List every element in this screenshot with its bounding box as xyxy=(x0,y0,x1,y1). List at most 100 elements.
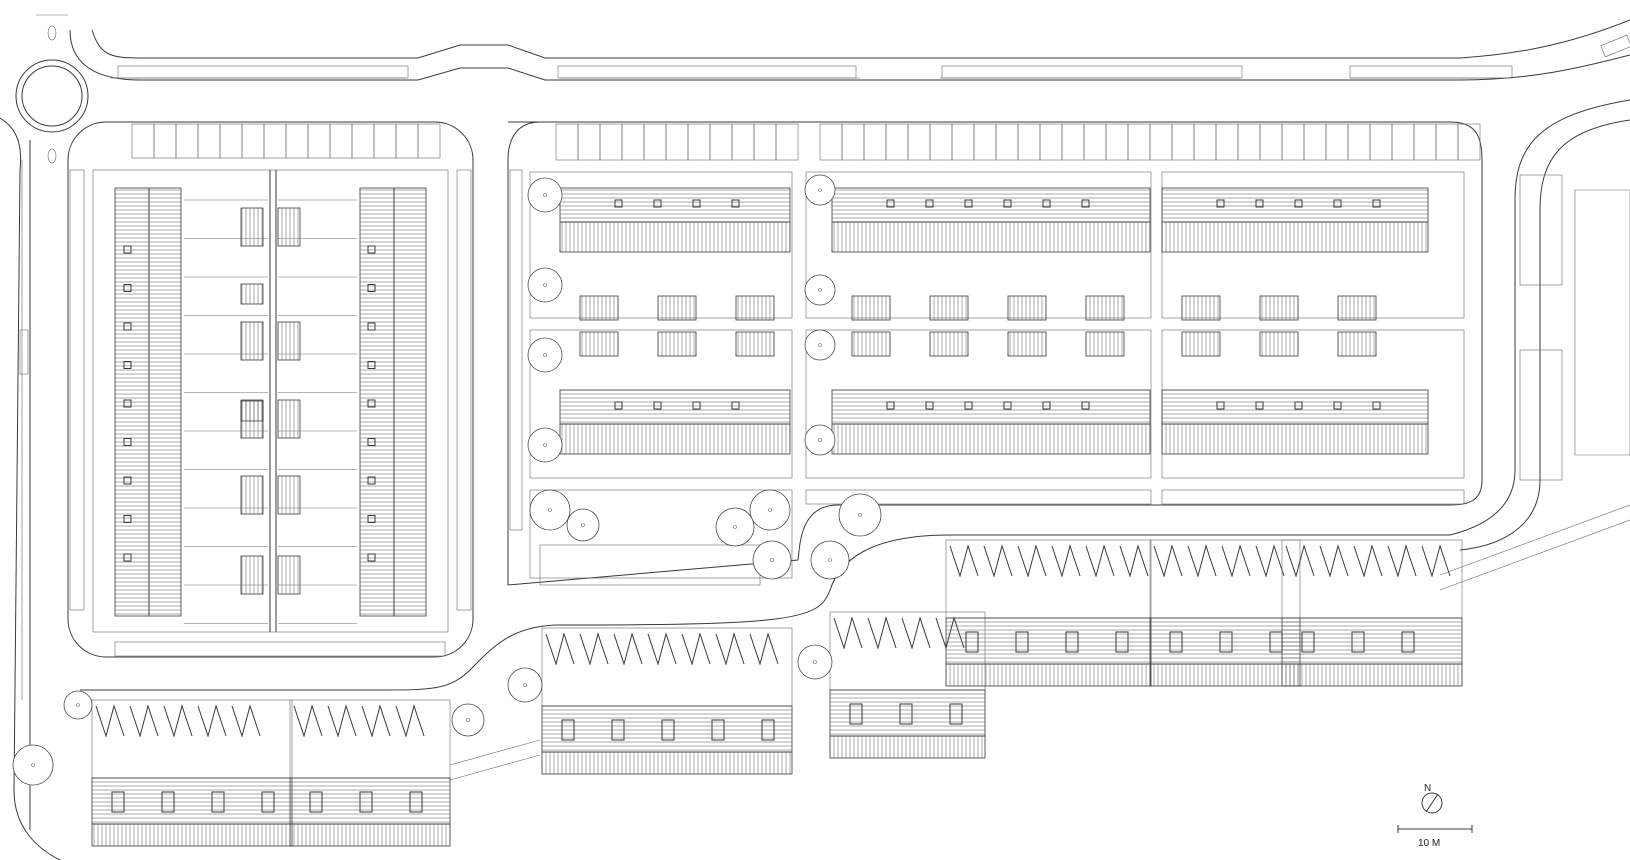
shed-roof xyxy=(1017,544,1047,578)
terrace-row-west xyxy=(114,187,150,617)
terrace-row-west-2 xyxy=(148,187,182,617)
parking-bay xyxy=(973,123,997,161)
window xyxy=(123,284,132,292)
shed xyxy=(579,295,619,321)
parking-bay xyxy=(1391,123,1415,161)
parking-bay xyxy=(665,123,689,161)
rear-garden xyxy=(541,627,793,707)
house-row xyxy=(1149,617,1301,665)
window xyxy=(1216,401,1225,410)
parking-bay xyxy=(643,123,667,161)
window xyxy=(653,401,662,410)
parking-bay xyxy=(219,123,243,159)
tree-icon xyxy=(715,507,755,547)
parking-bay xyxy=(1061,123,1085,161)
tree-trunk xyxy=(76,703,80,707)
parking-bay xyxy=(709,123,733,161)
parking-bay xyxy=(131,123,155,159)
parking-bay xyxy=(307,123,331,159)
parking-bay xyxy=(373,123,397,159)
window xyxy=(731,401,740,410)
window xyxy=(123,438,132,446)
window xyxy=(661,719,675,741)
shed xyxy=(1007,331,1047,357)
west-block xyxy=(67,121,474,658)
parking-bay xyxy=(907,123,931,161)
tree-icon xyxy=(566,508,600,542)
window xyxy=(1372,199,1381,208)
shed-roof xyxy=(983,544,1013,578)
shed-roof xyxy=(901,616,931,650)
window xyxy=(925,401,934,410)
window xyxy=(367,322,376,331)
tree-icon xyxy=(752,540,792,580)
shed-roof xyxy=(833,616,863,650)
window xyxy=(1042,199,1051,208)
tree-trunk xyxy=(733,525,737,529)
parking-bay xyxy=(1435,123,1459,161)
window xyxy=(886,199,895,208)
tree-icon xyxy=(804,174,836,206)
window xyxy=(367,553,376,562)
tree-trunk xyxy=(818,288,822,292)
house-roof xyxy=(541,751,793,775)
window xyxy=(1401,631,1415,653)
terrace-bar xyxy=(831,389,1151,425)
tree-icon xyxy=(797,644,833,680)
window xyxy=(849,703,863,725)
tree-icon xyxy=(451,703,485,737)
parking-bay xyxy=(885,123,909,161)
shed-roof xyxy=(715,632,745,666)
window xyxy=(886,401,895,410)
tree-trunk xyxy=(543,353,547,357)
window xyxy=(614,401,623,410)
parking-bay xyxy=(577,123,601,161)
parking-bay xyxy=(1281,123,1305,161)
window xyxy=(123,245,132,254)
parking-bay xyxy=(1303,123,1327,161)
window xyxy=(1042,401,1051,410)
shed-roof xyxy=(129,704,159,738)
shed xyxy=(851,295,891,321)
tree-trunk xyxy=(818,343,822,347)
terrace-bar-roof xyxy=(831,221,1151,253)
terrace-row-east-2 xyxy=(393,187,427,617)
tree-trunk xyxy=(813,660,817,664)
shed xyxy=(240,400,264,422)
tree-trunk xyxy=(466,718,470,722)
window xyxy=(409,791,423,813)
road-network xyxy=(0,14,1630,860)
tree-trunk xyxy=(858,513,862,517)
shed xyxy=(240,475,264,515)
shed-roof xyxy=(681,632,711,666)
window xyxy=(367,245,376,254)
parking-bay xyxy=(995,123,1019,161)
trees xyxy=(12,174,882,786)
window xyxy=(261,791,275,813)
parking-bay xyxy=(197,123,221,159)
tree-icon xyxy=(838,493,882,537)
shed-roof xyxy=(1221,544,1251,578)
scale-bar-label: 10 M xyxy=(1418,838,1440,849)
parking-bay xyxy=(1369,123,1393,161)
parking-bay xyxy=(929,123,953,161)
window xyxy=(1333,401,1342,410)
shed xyxy=(240,555,264,595)
tree-trunk xyxy=(770,558,774,562)
window xyxy=(1372,401,1381,410)
window xyxy=(965,631,979,653)
shed xyxy=(1259,331,1299,357)
shed xyxy=(1085,331,1125,357)
tree-icon xyxy=(804,329,836,361)
shed xyxy=(1337,295,1377,321)
window xyxy=(123,553,132,562)
tree-trunk xyxy=(543,283,547,287)
window xyxy=(1255,199,1264,208)
parking-bay xyxy=(863,123,887,161)
shed-roof xyxy=(1421,544,1451,578)
tree-icon xyxy=(527,177,563,213)
shed xyxy=(1007,295,1047,321)
terrace-bar-roof xyxy=(559,221,791,253)
window xyxy=(123,322,132,331)
